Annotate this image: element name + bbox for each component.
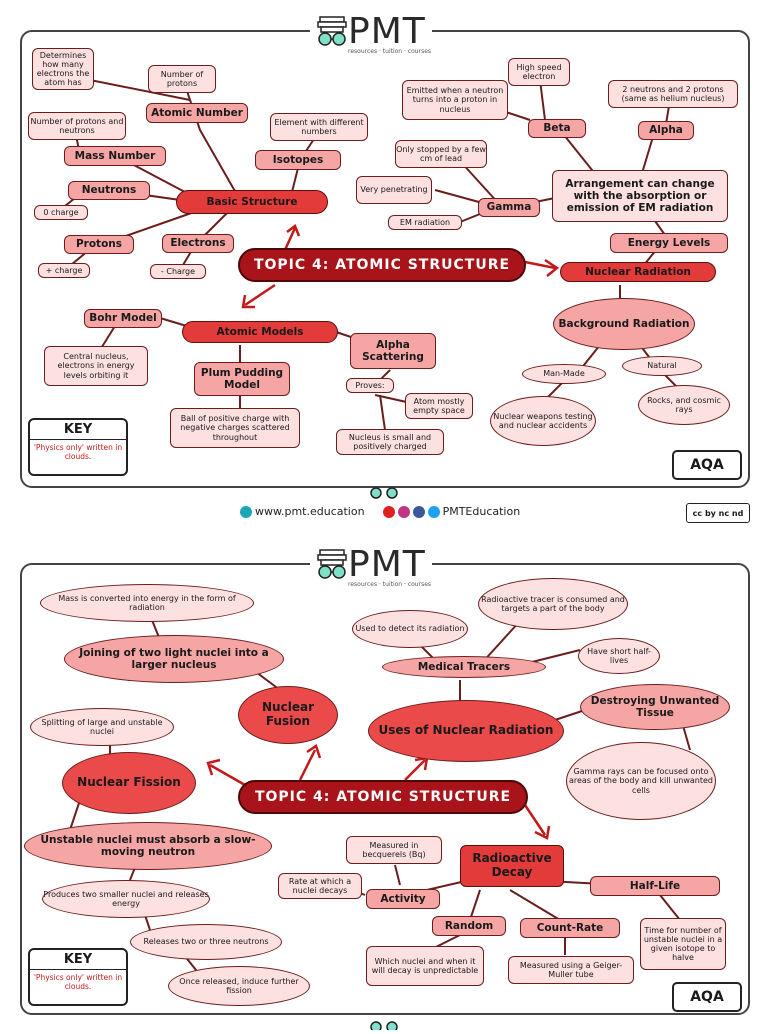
energy-levels-node: Energy Levels: [610, 233, 728, 253]
books-glasses-icon: [316, 548, 348, 582]
license-badge: cc by nc nd: [686, 503, 750, 523]
page2-aqa-badge: AQA: [672, 982, 742, 1012]
page1-logo: PMT resources · tuition · courses: [310, 11, 432, 55]
key-title: KEY: [30, 420, 126, 440]
fission-definition-cloud: Splitting of large and unstable nuclei: [30, 708, 174, 746]
social-handle[interactable]: PMTEducation: [442, 505, 521, 518]
page1-bottom-glasses-icon: [366, 484, 402, 499]
page1-title: TOPIC 4: ATOMIC STRUCTURE: [238, 248, 526, 282]
man-made-note-cloud: Nuclear weapons testing and nuclear acci…: [490, 396, 596, 446]
proves-label: Proves:: [346, 378, 394, 393]
half-life-node: Half-Life: [590, 876, 720, 896]
arrangement-note: Arrangement can change with the absorpti…: [552, 170, 728, 222]
nuclear-fission-cloud: Nuclear Fission: [62, 752, 196, 814]
fission-products-cloud: Produces two smaller nuclei and releases…: [42, 880, 210, 918]
gamma-note-3: EM radiation: [388, 215, 462, 230]
destroy-note-cloud: Gamma rays can be focused onto areas of …: [566, 742, 716, 820]
determines-note: Determines how many electrons the atom h…: [32, 48, 94, 90]
bohr-model-node: Bohr Model: [84, 309, 162, 328]
bohr-note: Central nucleus, electrons in energy lev…: [44, 346, 148, 386]
gamma-note-1: Only stopped by a few cm of lead: [395, 140, 487, 168]
alpha-note: 2 neutrons and 2 protons (same as helium…: [608, 80, 738, 108]
nuclear-fusion-cloud: Nuclear Fusion: [238, 686, 338, 744]
brand-tagline: resources · tuition · courses: [348, 48, 432, 55]
key-text: 'Physics only' written in clouds.: [33, 443, 123, 461]
alpha-node: Alpha: [638, 121, 694, 140]
random-note: Which nuclei and when it will decay is u…: [366, 946, 484, 986]
page1-key: KEY 'Physics only' written in clouds.: [28, 418, 128, 476]
activity-note-1: Measured in becquerels (Bq): [346, 836, 442, 864]
protons-node: Protons: [64, 235, 134, 254]
plum-pudding-node: Plum Pudding Model: [194, 362, 290, 396]
instagram-icon[interactable]: [397, 505, 410, 518]
destroying-tissue-cloud: Destroying Unwanted Tissue: [580, 684, 730, 730]
neutrons-node: Neutrons: [68, 181, 150, 200]
tracer-note-2-cloud: Radioactive tracer is consumed and targe…: [478, 578, 628, 630]
half-life-note: Time for number of unstable nuclei in a …: [640, 918, 726, 970]
count-rate-note: Measured using a Geiger-Muller tube: [508, 956, 634, 984]
fission-absorb-cloud: Unstable nuclei must absorb a slow-movin…: [24, 822, 272, 870]
man-made-cloud: Man-Made: [522, 364, 606, 384]
beta-note-1: High speed electron: [508, 58, 570, 86]
fission-further-cloud: Once released, induce further fission: [168, 966, 310, 1006]
twitter-icon[interactable]: [427, 505, 440, 518]
radioactive-decay-node: Radioactive Decay: [460, 845, 564, 887]
fusion-note-cloud: Mass is converted into energy in the for…: [40, 584, 254, 622]
brand-name: PMT: [348, 544, 426, 585]
isotopes-note: Element with different numbers: [270, 113, 368, 141]
electrons-node: Electrons: [162, 234, 234, 253]
tracer-note-1-cloud: Used to detect its radiation: [352, 610, 468, 648]
uses-nuclear-radiation-cloud: Uses of Nuclear Radiation: [368, 700, 564, 762]
plum-note: Ball of positive charge with negative ch…: [170, 408, 300, 448]
background-radiation-cloud: Background Radiation: [553, 298, 695, 350]
atomic-models-node: Atomic Models: [182, 321, 338, 343]
alpha-scattering-node: Alpha Scattering: [350, 333, 436, 369]
facebook-icon[interactable]: [412, 505, 425, 518]
gamma-node: Gamma: [478, 198, 540, 217]
nuclear-radiation-node: Nuclear Radiation: [560, 262, 716, 282]
electron-charge-note: - Charge: [150, 264, 206, 279]
website-link[interactable]: www.pmt.education: [255, 505, 365, 518]
neutron-charge-note: 0 charge: [34, 205, 88, 220]
gamma-note-2: Very penetrating: [356, 176, 432, 204]
beta-node: Beta: [528, 119, 586, 138]
brand-tagline: resources · tuition · courses: [348, 581, 432, 588]
fusion-definition-cloud: Joining of two light nuclei into a large…: [64, 635, 284, 683]
mass-number-note: Number of protons and neutrons: [28, 112, 126, 140]
number-of-protons-note: Number of protons: [148, 65, 216, 93]
mass-number-node: Mass Number: [64, 146, 166, 166]
activity-note-2: Rate at which a nuclei decays: [278, 873, 362, 899]
atomic-number-node: Atomic Number: [146, 103, 248, 123]
basic-structure-node: Basic Structure: [176, 190, 328, 214]
cursor-icon: [240, 505, 252, 518]
proton-charge-note: + charge: [38, 263, 90, 278]
tracer-note-3-cloud: Have short half-lives: [578, 638, 660, 674]
brand-name: PMT: [348, 11, 426, 52]
page2-logo: PMT resources · tuition · courses: [310, 544, 432, 588]
page2-key: KEY 'Physics only' written in clouds.: [28, 948, 128, 1006]
youtube-icon[interactable]: [382, 505, 395, 518]
random-node: Random: [432, 916, 506, 936]
medical-tracers-cloud: Medical Tracers: [382, 656, 546, 678]
page1-aqa-badge: AQA: [672, 450, 742, 480]
page2-bottom-glasses-icon: [366, 1015, 402, 1033]
activity-node: Activity: [366, 889, 440, 909]
page2-title: TOPIC 4: ATOMIC STRUCTURE: [238, 780, 528, 814]
key-title: KEY: [30, 950, 126, 970]
isotopes-node: Isotopes: [255, 150, 341, 170]
books-glasses-icon: [316, 15, 348, 49]
fission-neutrons-cloud: Releases two or three neutrons: [130, 924, 282, 960]
count-rate-node: Count-Rate: [520, 918, 620, 938]
page1-footer: www.pmt.education PMTEducation: [240, 505, 520, 518]
proves-note-1: Atom mostly empty space: [405, 393, 473, 419]
beta-note-2: Emitted when a neutron turns into a prot…: [402, 80, 508, 120]
natural-note-cloud: Rocks, and cosmic rays: [638, 385, 730, 425]
natural-cloud: Natural: [622, 356, 702, 376]
key-text: 'Physics only' written in clouds.: [33, 973, 123, 991]
proves-note-2: Nucleus is small and positively charged: [336, 429, 444, 455]
